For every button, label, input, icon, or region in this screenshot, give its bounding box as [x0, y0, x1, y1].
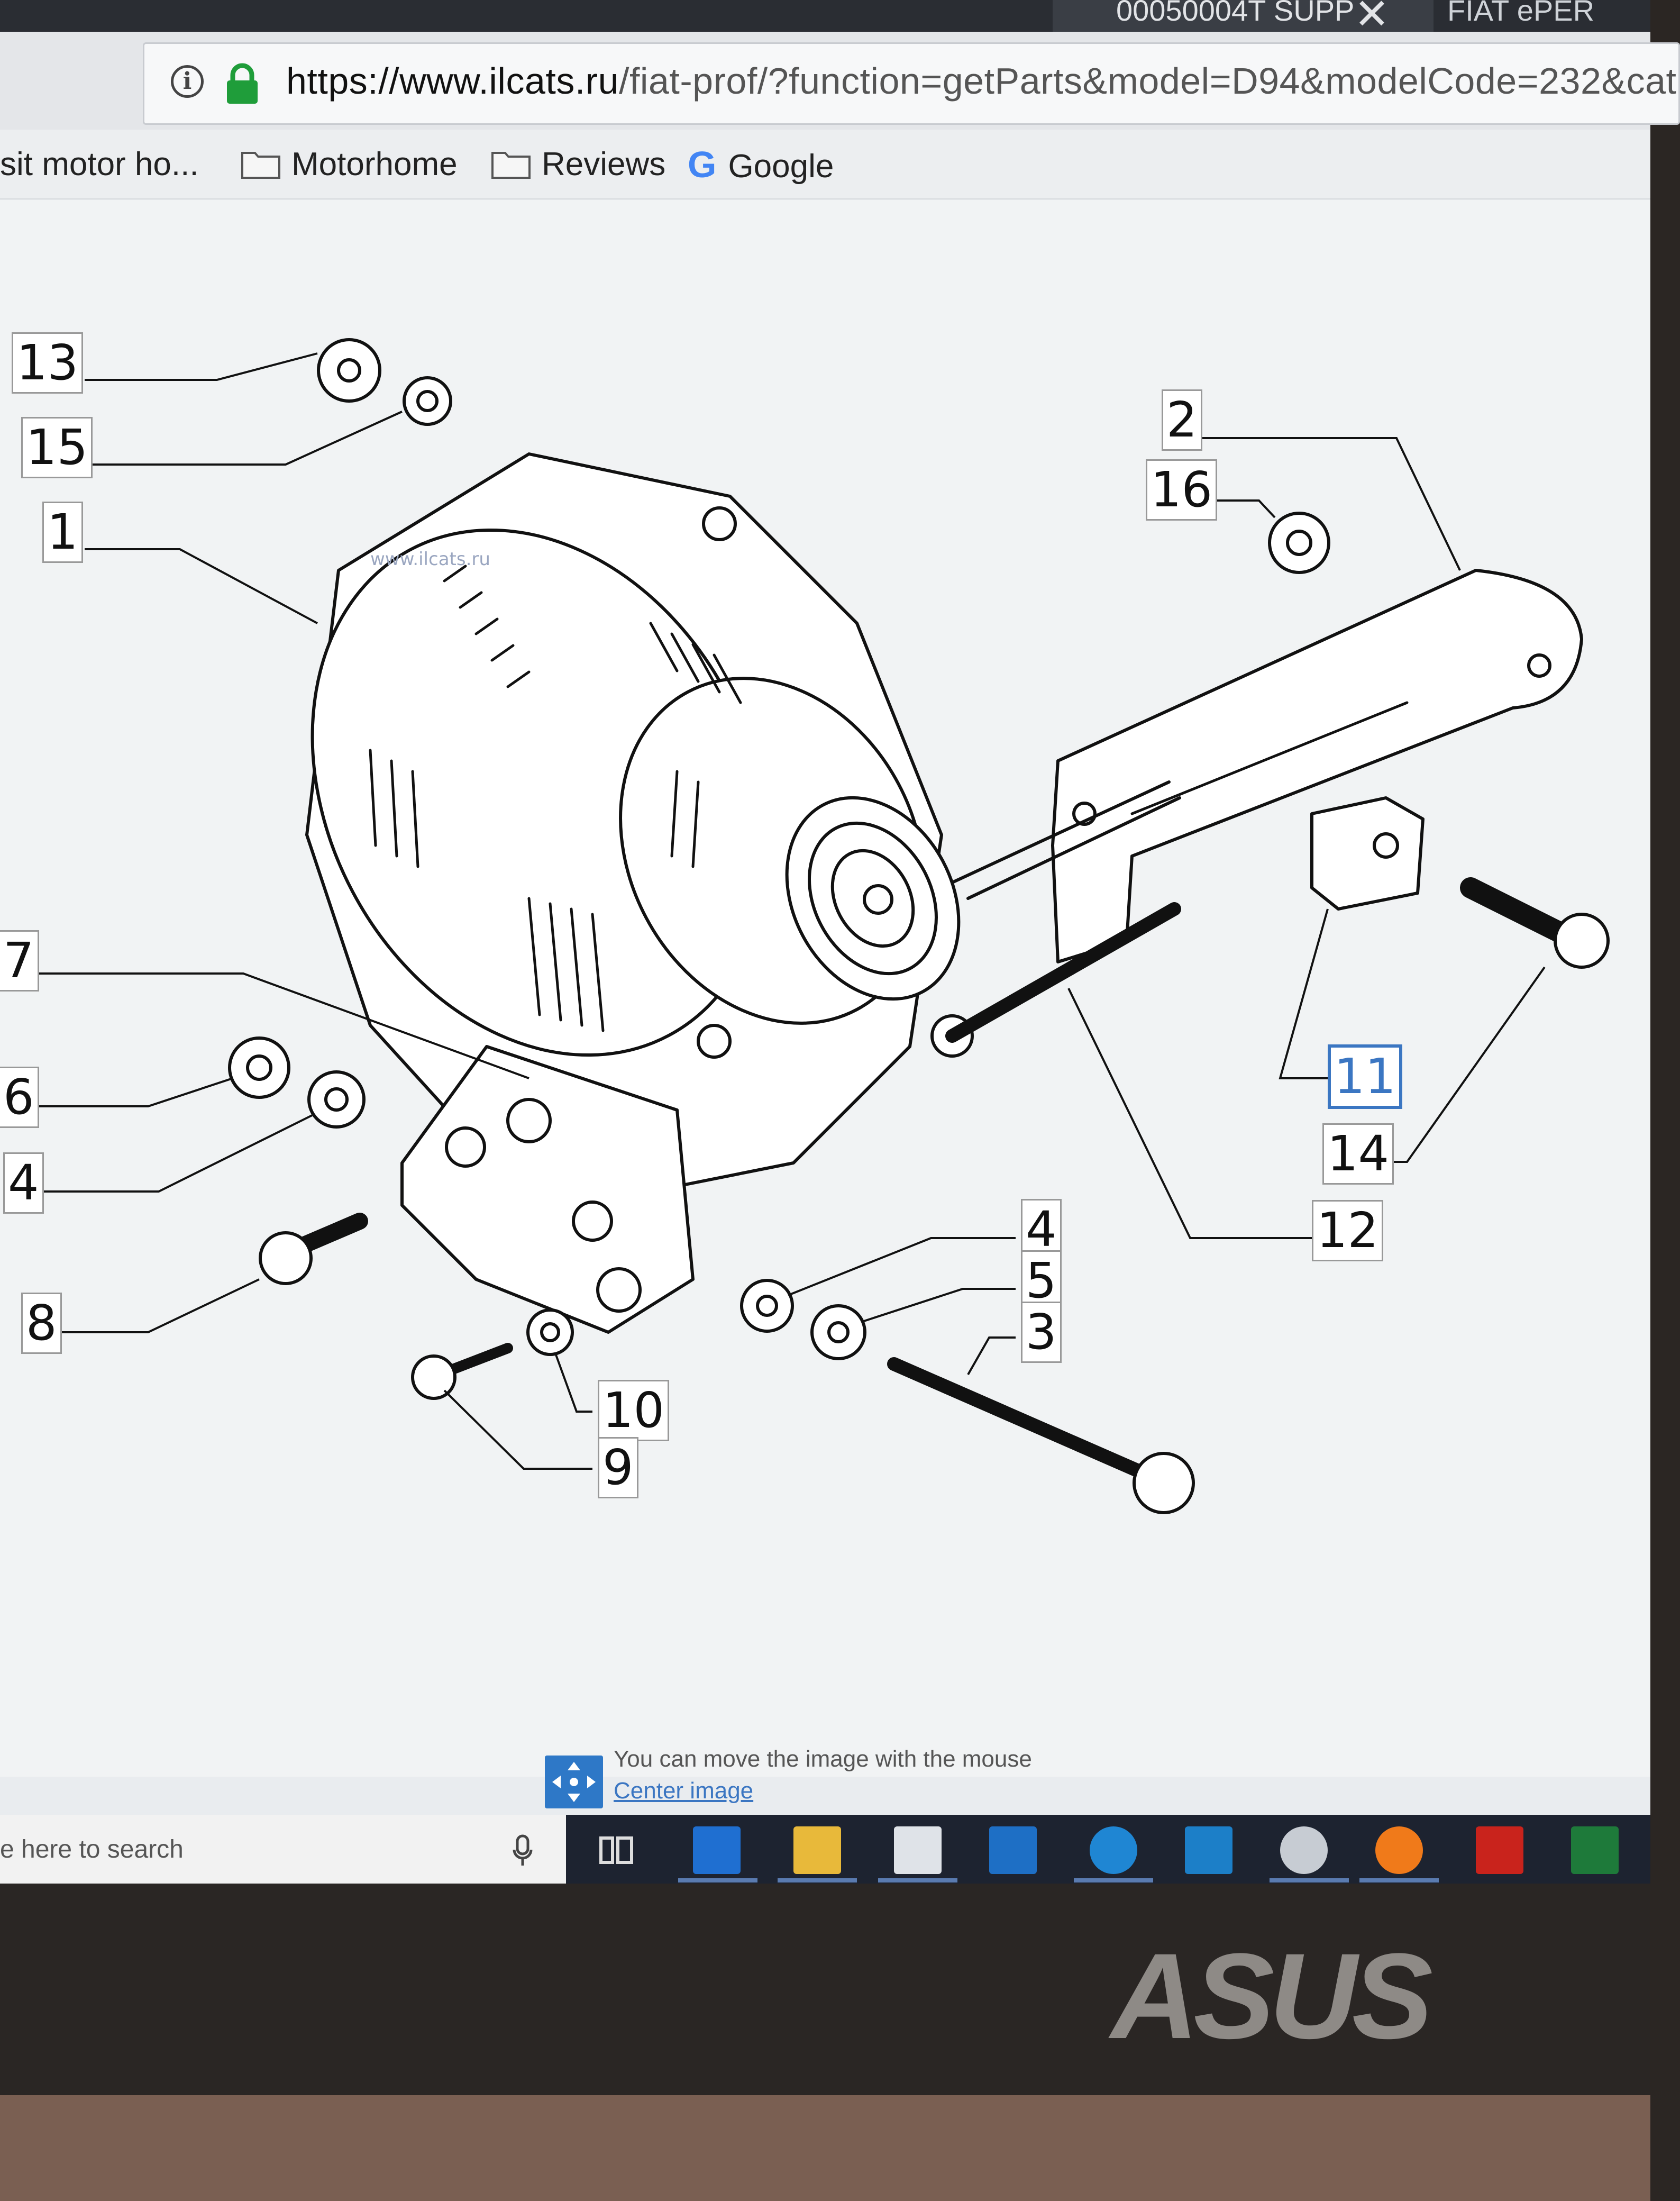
folder-icon [241, 152, 280, 179]
callout-14[interactable]: 14 [1322, 1123, 1394, 1185]
parts-diagram[interactable]: www.ilcats.ru 13 15 1 2 16 7 6 4 8 11 14… [0, 200, 1650, 1777]
center-image-link[interactable]: Center image [614, 1778, 754, 1804]
tab-label: FIAT ePER [1447, 0, 1595, 27]
bookmark-label: sit motor ho... [0, 146, 199, 183]
exploded-view-drawing: www.ilcats.ru [21, 338, 1610, 1514]
photos-icon[interactable] [1185, 1826, 1232, 1874]
callout-2[interactable]: 2 [1162, 389, 1202, 451]
url-path: /fiat-prof/?function=getParts&model=D94&… [619, 60, 1677, 102]
taskbar: e here to search [0, 1815, 1650, 1884]
tab-parts[interactable]: 00050004T SUPP [1053, 0, 1434, 32]
callout-5[interactable]: 5 [1021, 1250, 1062, 1312]
callout-15[interactable]: 15 [21, 417, 93, 478]
callout-13[interactable]: 13 [12, 332, 84, 394]
acer-icon[interactable] [1090, 1826, 1137, 1874]
folder-icon [491, 152, 531, 179]
hint-text: You can move the image with the mouse [614, 1746, 1032, 1772]
monitor-screen: 00050004T SUPP ✕ FIAT ePER i https://www… [0, 0, 1680, 1884]
address-bar[interactable]: i https://www.ilcats.ru/fiat-prof/?funct… [143, 42, 1680, 125]
callout-12[interactable]: 12 [1312, 1200, 1384, 1261]
search-placeholder: e here to search [0, 1835, 184, 1863]
callout-4-left[interactable]: 4 [3, 1152, 44, 1214]
tab-label: 00050004T SUPP [1116, 0, 1355, 27]
microphone-icon[interactable] [512, 1834, 533, 1868]
callout-8[interactable]: 8 [21, 1293, 62, 1354]
callout-4-right[interactable]: 4 [1021, 1199, 1062, 1260]
callout-10[interactable]: 10 [598, 1380, 670, 1441]
callout-16[interactable]: 16 [1146, 459, 1218, 521]
bookmark-label: Reviews [542, 146, 666, 183]
asus-logo: ASUS [1111, 1928, 1433, 2064]
mail-icon[interactable] [894, 1826, 942, 1874]
edge-icon[interactable] [693, 1826, 741, 1874]
callout-1[interactable]: 1 [42, 502, 83, 563]
mail-active-indicator [878, 1878, 957, 1882]
url-text[interactable]: https://www.ilcats.ru/fiat-prof/?functio… [286, 60, 1676, 102]
desk-surface [0, 2095, 1650, 2201]
mount-bracket-part [400, 1045, 695, 1334]
callout-11[interactable]: 11 [1328, 1044, 1403, 1109]
task-view-icon[interactable] [592, 1826, 640, 1874]
callout-9[interactable]: 9 [598, 1437, 638, 1498]
move-arrows-icon [545, 1756, 603, 1808]
acer-active-indicator [1074, 1878, 1153, 1882]
firefox-active-indicator [1359, 1878, 1439, 1882]
callout-7[interactable]: 7 [0, 930, 39, 992]
callout-3[interactable]: 3 [1021, 1302, 1062, 1363]
bookmark-motorhome[interactable]: Motorhome [241, 138, 458, 191]
tab-close-icon[interactable]: ✕ [1354, 0, 1390, 38]
acrobat-icon[interactable] [1476, 1826, 1523, 1874]
info-icon[interactable]: i [171, 65, 204, 98]
excel-icon[interactable] [1571, 1826, 1619, 1874]
bookmark-label: Motorhome [291, 146, 458, 183]
watermark: www.ilcats.ru [370, 549, 490, 570]
edge-active-indicator [678, 1878, 757, 1882]
alternator-part [305, 452, 961, 1196]
lock-icon [227, 63, 258, 104]
file-explorer-icon[interactable] [793, 1826, 841, 1874]
url-host: https://www.ilcats.ru [286, 60, 619, 102]
bookmark-reviews[interactable]: Reviews [491, 138, 665, 191]
tab-fiat-eper[interactable]: FIAT ePER [1439, 0, 1650, 32]
explorer-active-indicator [778, 1878, 857, 1882]
app-icon[interactable] [1280, 1826, 1328, 1874]
browser-toolbar: i https://www.ilcats.ru/fiat-prof/?funct… [0, 32, 1680, 138]
tab-strip: 00050004T SUPP ✕ FIAT ePER [0, 0, 1650, 38]
app-active-indicator [1270, 1878, 1349, 1882]
outlook-icon[interactable] [989, 1826, 1037, 1874]
firefox-icon[interactable] [1375, 1826, 1423, 1874]
bookmark-motor-home[interactable]: sit motor ho... [0, 138, 199, 191]
bookmark-google[interactable]: G Google [688, 138, 834, 191]
bookmark-label: Google [728, 148, 834, 185]
taskbar-search-box[interactable]: e here to search [0, 1815, 566, 1884]
bracket-part [1051, 569, 1583, 963]
callout-6[interactable]: 6 [0, 1067, 39, 1128]
google-icon: G [688, 144, 717, 185]
bookmarks-bar: sit motor ho... Motorhome Reviews G Googl… [0, 130, 1650, 199]
